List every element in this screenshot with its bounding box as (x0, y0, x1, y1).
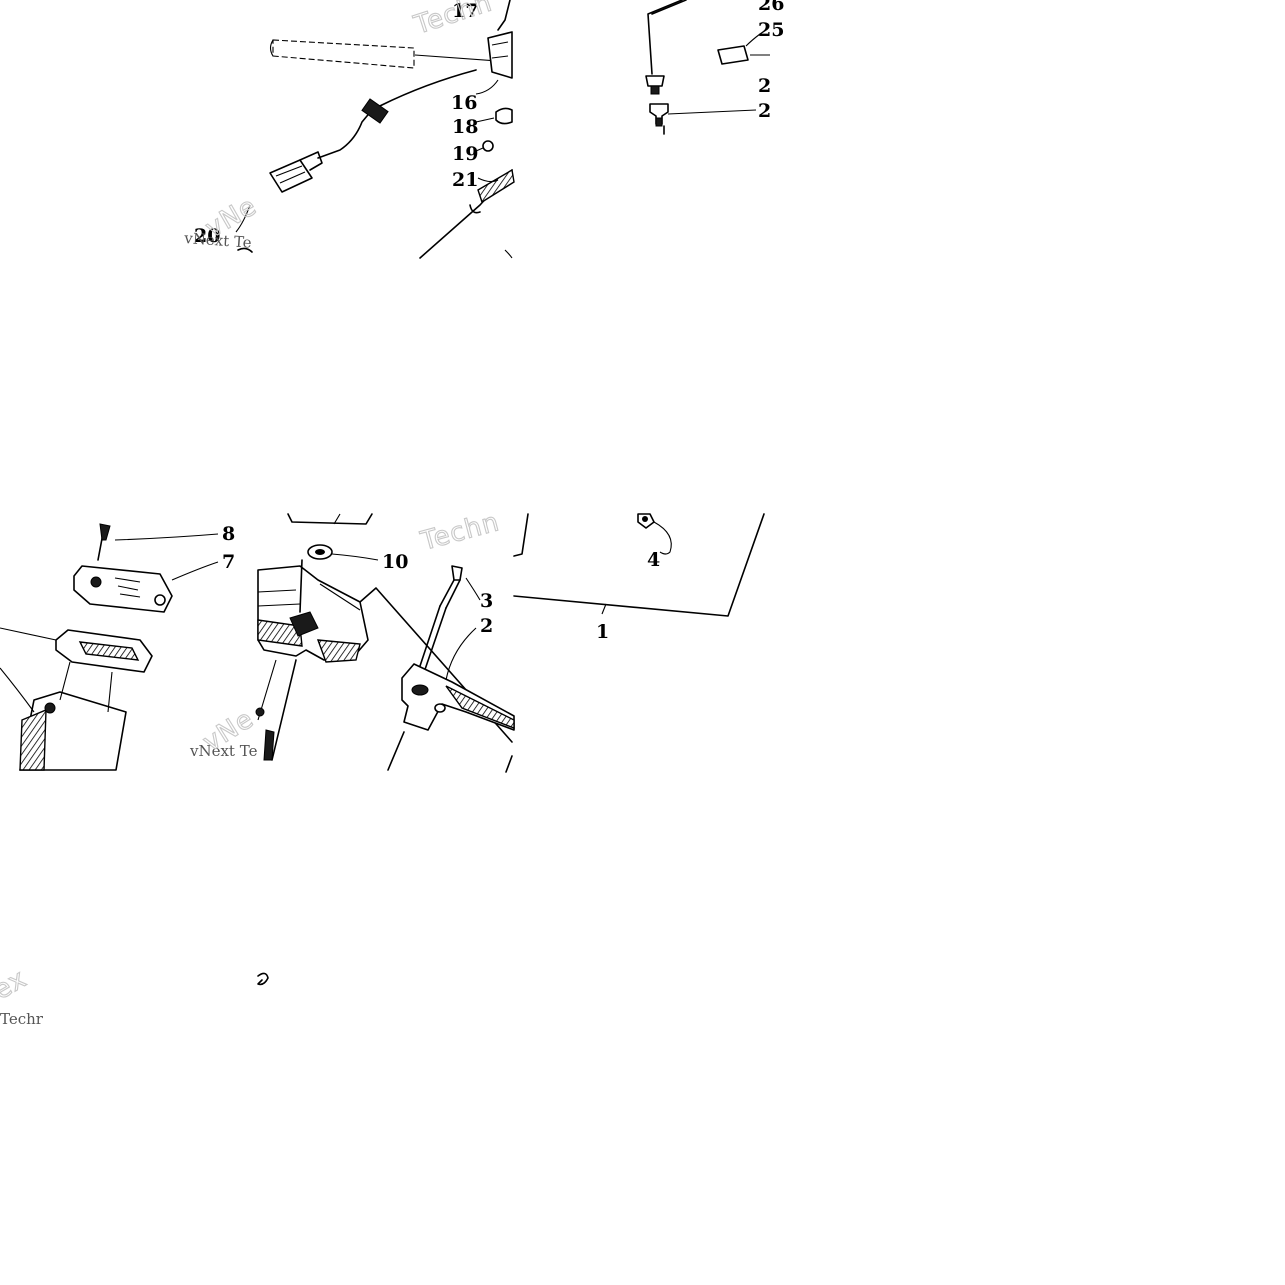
bracket-block (717, 45, 749, 65)
screw-part (482, 140, 494, 152)
callout-16: 16 (451, 92, 477, 114)
brake-lever-tile: 3 2 4 1 (387, 513, 765, 773)
callout-17: 17 (452, 0, 478, 22)
harness-connector (269, 151, 323, 193)
handlebar-clamp-tile: 10 Techn vNext Te vNe (189, 507, 513, 761)
metal-rod (647, 0, 683, 75)
watermark-vnext-1: vNext Te (183, 229, 253, 252)
callout-20: 20 (194, 225, 220, 247)
watermark-techr: Techr (0, 1010, 44, 1028)
harness-sleeve (361, 98, 389, 124)
harness-tube (272, 39, 415, 69)
callout-2-c: 2 (480, 615, 493, 637)
cover-plate-tile: 8 7 (0, 523, 235, 771)
callout-10: 10 (382, 551, 408, 573)
watermark-ex: ex (0, 964, 32, 1006)
bottom-fragment-tile: ex Techr (0, 963, 269, 1028)
wiring-harness-tile: 17 16 18 19 21 20 Techn vNext Te vNe (183, 0, 515, 259)
callout-21: 21 (452, 169, 478, 191)
callout-1: 1 (596, 621, 609, 643)
callout-19: 19 (452, 143, 478, 165)
callout-8: 8 (222, 523, 235, 545)
watermark-techn-1: Techn (410, 0, 496, 41)
watermark-vnext-2: vNext Te (189, 742, 258, 760)
fuel-line-tile: 26 25 2 2 (645, 0, 784, 135)
callout-7: 7 (222, 551, 235, 573)
grommet-upper (645, 75, 665, 87)
clip-part (495, 107, 513, 125)
small-clip-fragment (257, 972, 269, 986)
callout-25: 25 (758, 19, 784, 41)
callout-18: 18 (452, 116, 478, 138)
bolt-3 (451, 565, 463, 581)
callout-2-a: 2 (758, 75, 771, 97)
frame-outline (513, 513, 529, 557)
clamp-pin (299, 559, 303, 613)
callout-2-b: 2 (758, 100, 771, 122)
watermark-techn-2: Techn (417, 507, 503, 557)
callout-26: 26 (758, 0, 784, 15)
callout-4: 4 (647, 549, 660, 571)
callout-3: 3 (480, 590, 493, 612)
relay-block (487, 31, 513, 79)
